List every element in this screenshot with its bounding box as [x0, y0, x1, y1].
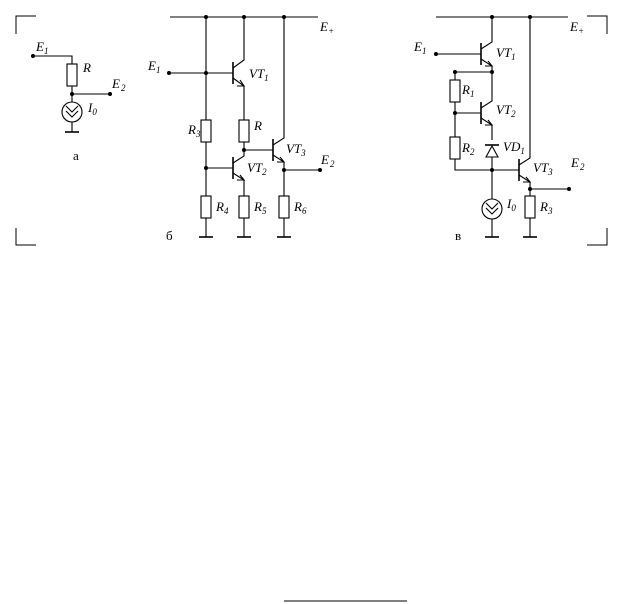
transistor-VT2 [480, 95, 494, 140]
resistor-R3 [524, 195, 536, 219]
label-R4-b: R4 [215, 199, 229, 216]
resistor-R2 [449, 136, 461, 160]
circuit-a: E1 R E2 I0 а [31, 39, 126, 163]
resistor-R4 [200, 195, 212, 219]
resistor-R3 [200, 119, 212, 143]
label-VD1-c: VD1 [503, 139, 525, 156]
resistor-R6 [278, 195, 290, 219]
label-R6-b: R6 [293, 199, 307, 216]
caption-a: а [73, 148, 79, 163]
label-I0: I0 [87, 100, 97, 117]
resistor-R [66, 63, 78, 87]
label-R-b: R [253, 118, 262, 133]
current-source-icon [481, 198, 503, 220]
label-VT3-b: VT3 [286, 141, 306, 158]
label-R1-c: R1 [461, 82, 474, 99]
label-R2-c: R2 [461, 140, 475, 157]
label-R3-c: R3 [539, 199, 553, 216]
label-VT1-b: VT1 [249, 66, 269, 83]
transistor-VT3 [518, 17, 532, 196]
label-E1-b: E1 [147, 58, 160, 75]
resistor-R1 [449, 79, 461, 103]
resistor-R5 [238, 195, 250, 219]
label-VT1-c: VT1 [496, 45, 516, 62]
label-VT3-c: VT3 [533, 160, 553, 177]
label-VT2-c: VT2 [496, 102, 516, 119]
label-Eplus-b: E+ [319, 19, 334, 36]
label-E2: E2 [111, 76, 126, 93]
transistor-VT1 [232, 17, 246, 120]
label-E1-c: E1 [413, 39, 426, 56]
label-I0-c: I0 [506, 196, 516, 213]
transistor-VT3 [272, 17, 286, 196]
circuit-b: E+ E1 VT1 R3 R [147, 15, 335, 243]
label-E2-b: E2 [320, 152, 335, 169]
caption-c: в [455, 228, 461, 243]
transistor-VT2 [232, 150, 246, 196]
transistor-VT1 [480, 17, 494, 72]
label-E1: E1 [35, 39, 48, 56]
frame-corners [15, 15, 608, 246]
label-Eplus-c: E+ [569, 19, 584, 36]
resistor-R [238, 119, 250, 143]
circuit-c: E+ E1 VT1 R1 VT2 R2 [413, 15, 585, 243]
current-source-icon [61, 101, 83, 123]
label-E2-c: E2 [570, 155, 585, 172]
diode-VD1 [485, 144, 499, 170]
label-R: R [82, 60, 91, 75]
label-VT2-b: VT2 [247, 160, 267, 177]
label-R5-b: R5 [253, 199, 267, 216]
caption-b: б [166, 228, 173, 243]
label-R3-b: R3 [187, 122, 201, 139]
